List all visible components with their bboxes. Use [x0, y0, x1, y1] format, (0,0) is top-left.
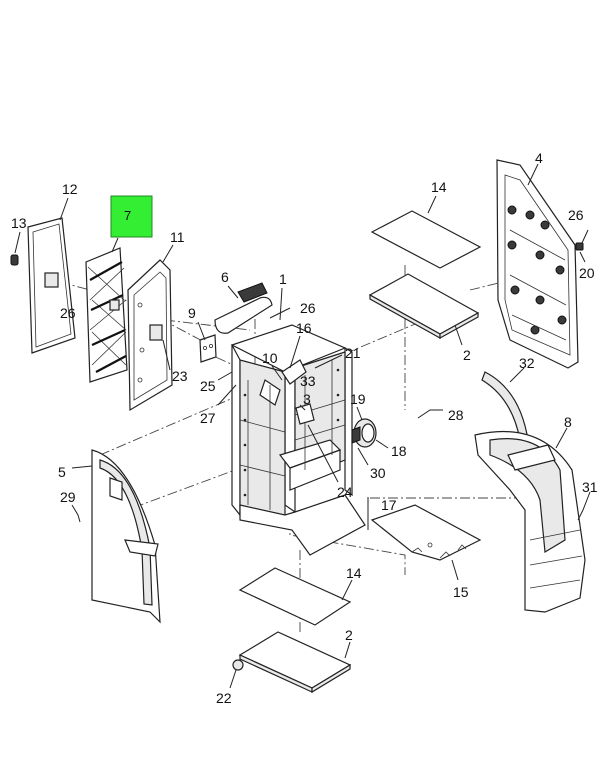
- callout-29: 29: [60, 489, 76, 505]
- callout-21: 21: [345, 345, 361, 361]
- callout-9: 9: [188, 305, 196, 321]
- callout-28: 28: [448, 407, 464, 423]
- part-15-floor-mat: [370, 504, 482, 581]
- callout-17: 17: [381, 497, 397, 513]
- callout-22: 22: [216, 690, 232, 706]
- part-9-bracket: [197, 321, 217, 363]
- callout-16: 16: [296, 320, 312, 336]
- part-19-motor: [351, 406, 389, 466]
- callout-14a: 14: [431, 179, 447, 195]
- callout-26a: 26: [60, 305, 76, 321]
- callout-26c: 26: [568, 207, 584, 223]
- callout-31: 31: [582, 479, 598, 495]
- callout-33: 33: [300, 373, 316, 389]
- callout-2a: 2: [463, 347, 471, 363]
- callout-20: 20: [579, 265, 595, 281]
- highlight-box-7: [110, 195, 153, 238]
- callout-32: 32: [519, 355, 535, 371]
- callout-14b: 14: [346, 565, 362, 581]
- part-6-arm-rest: [214, 282, 273, 334]
- part-2-top-tray: [368, 273, 480, 346]
- callout-6: 6: [221, 269, 229, 285]
- callout-4: 4: [535, 150, 543, 166]
- callout-13: 13: [11, 215, 27, 231]
- part-2-bottom-tray: [238, 631, 352, 694]
- callout-5: 5: [58, 464, 66, 480]
- callout-23: 23: [172, 368, 188, 384]
- callout-11: 11: [170, 229, 185, 245]
- main-cabinet-frame: [230, 324, 366, 556]
- callout-8: 8: [564, 414, 572, 430]
- callout-30: 30: [370, 465, 386, 481]
- callout-18: 18: [391, 443, 407, 459]
- callout-24: 24: [337, 484, 353, 500]
- part-11-trim-panel: [127, 244, 174, 412]
- callout-10: 10: [262, 350, 278, 366]
- frame-leaders: [217, 287, 369, 530]
- callout-2b: 2: [345, 627, 353, 643]
- part-13-clip: [10, 231, 21, 266]
- callout-15: 15: [453, 584, 469, 600]
- part-20-fastener: [575, 229, 589, 263]
- callout-25: 25: [200, 378, 216, 394]
- part-32-top-trim: [481, 367, 529, 441]
- part-14-bottom-mat: [238, 567, 353, 626]
- part-14-top-mat: [370, 195, 482, 269]
- part-22-knob: [229, 659, 244, 689]
- part-4-back-panel: [496, 159, 579, 369]
- callout-27: 27: [200, 410, 216, 426]
- callout-19: 19: [350, 391, 366, 407]
- callout-3: 3: [303, 391, 311, 407]
- part-5-side-panel: [71, 449, 161, 624]
- part-28-leader: [417, 409, 443, 419]
- callout-labels: 12 13 26 11 23 6 1 26 16 9 10 33 21 25 2…: [11, 150, 598, 706]
- callout-1: 1: [279, 271, 287, 287]
- callout-12: 12: [62, 181, 78, 197]
- callout-26b: 26: [300, 300, 316, 316]
- part-7-insulation-panel: [85, 237, 128, 383]
- part-8-outer-cover: [474, 427, 591, 613]
- part-12-panel: [27, 197, 76, 354]
- callout-7: 7: [124, 208, 131, 223]
